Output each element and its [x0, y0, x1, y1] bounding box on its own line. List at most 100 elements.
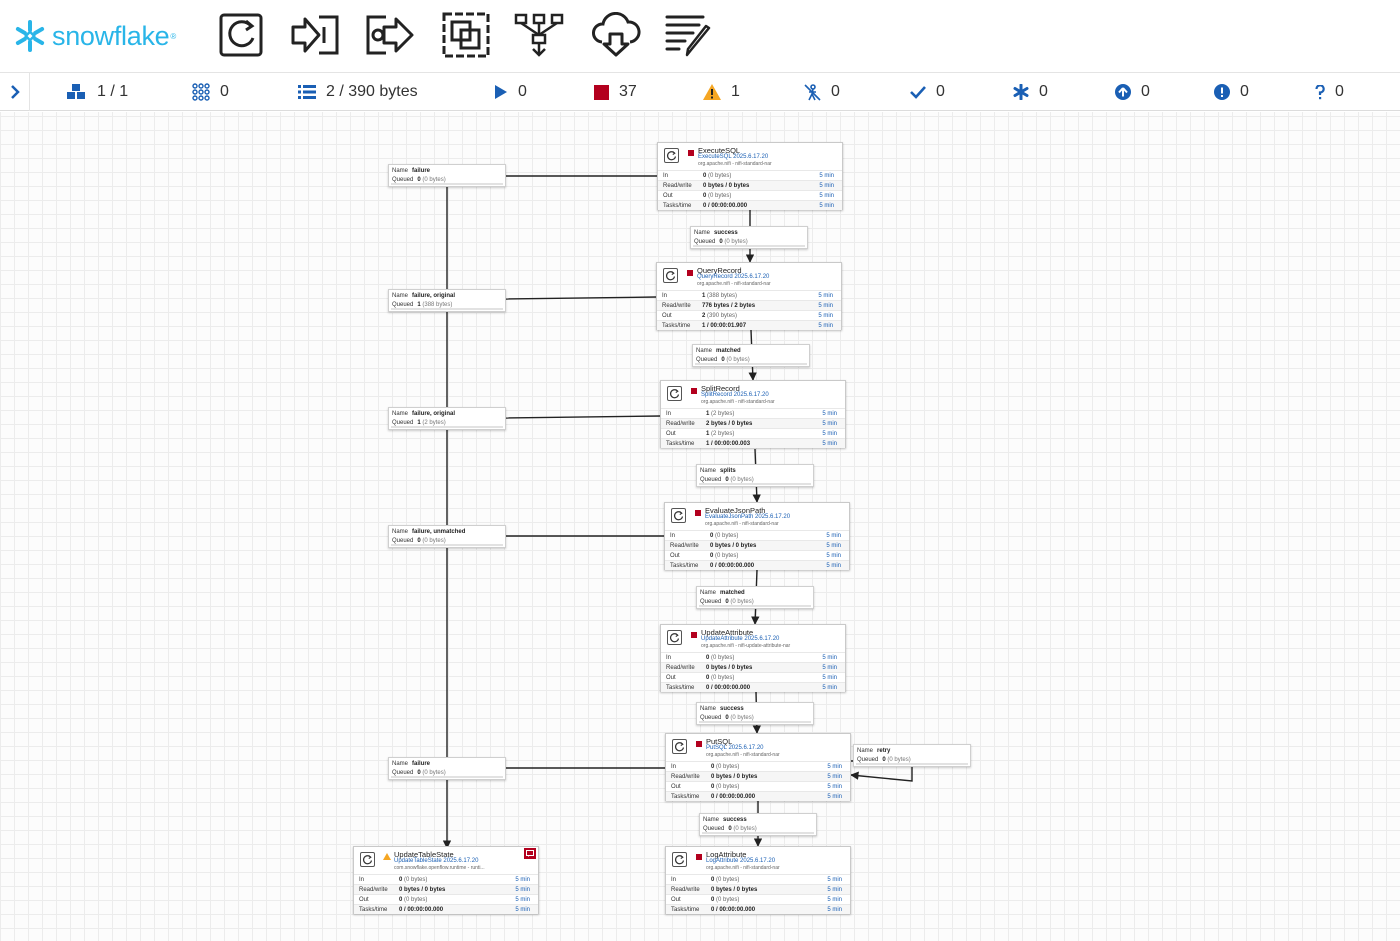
processor-putsql[interactable]: PutSQL PutSQL 2025.6.17.20 org.apache.ni…: [665, 733, 851, 801]
stat-row-out: Out 0 (0 bytes) 5 min: [661, 672, 845, 682]
disabled-icon: [804, 83, 821, 101]
processor-bundle: com.snowflake.openflow.runtime - runti..…: [394, 865, 485, 871]
connection-name: failure: [412, 761, 431, 767]
name-key: Name: [700, 468, 717, 474]
stat-row-tasks: Tasks/time 1 / 00:00:01.907 5 min: [657, 320, 841, 330]
processor-updateattribute[interactable]: UpdateAttribute UpdateAttribute 2025.6.1…: [660, 624, 846, 692]
queued-size: (0 bytes): [730, 715, 754, 721]
stat-value: 0 bytes / 0 bytes: [703, 183, 750, 189]
queued-size: (0 bytes): [422, 538, 446, 544]
stale-value: 0: [1141, 83, 1150, 100]
processor-evaluatejsonpath[interactable]: EvaluateJsonPath EvaluateJsonPath 2025.6…: [664, 502, 850, 570]
processor-icon: [667, 386, 682, 401]
queued-key: Queued: [857, 757, 879, 763]
stat-row-tasks: Tasks/time 0 / 00:00:00.000 5 min: [661, 682, 845, 692]
stat-row-out: Out 0 (0 bytes) 5 min: [665, 550, 849, 560]
expand-panel-button[interactable]: [0, 73, 30, 111]
add-output-port-button[interactable]: [364, 10, 416, 60]
stat-period: 5 min: [515, 897, 530, 903]
stat-label: Out: [359, 897, 369, 903]
queued-count: 0: [725, 715, 729, 721]
locally-modified-status: 0: [1013, 73, 1048, 111]
stat-label: Out: [663, 193, 673, 199]
add-input-port-button[interactable]: [289, 10, 341, 60]
flow-canvas[interactable]: ExecuteSQL ExecuteSQL 2025.6.17.20 org.a…: [0, 112, 1400, 941]
add-process-group-button[interactable]: [440, 10, 492, 60]
queued-size: (2 bytes): [422, 420, 446, 426]
add-processor-button[interactable]: [215, 10, 267, 60]
stat-row-in: In 0 (0 bytes) 5 min: [661, 652, 845, 662]
processor-name: UpdateTableState: [394, 850, 454, 859]
stat-label: Read/write: [671, 774, 700, 780]
stat-period: 5 min: [826, 553, 841, 559]
queued-status: 2 / 390 bytes: [298, 73, 418, 111]
add-remote-process-group-button[interactable]: [590, 10, 642, 60]
snowflake-logo: snowflake®: [12, 16, 176, 56]
stat-value: 1 (388 bytes): [702, 293, 737, 299]
stat-label: Read/write: [662, 303, 691, 309]
stat-period: 5 min: [818, 313, 833, 319]
stat-period: 5 min: [515, 907, 530, 913]
stat-row-out: Out 0 (0 bytes) 5 min: [666, 781, 850, 791]
stat-value: 2 bytes / 0 bytes: [706, 421, 753, 427]
connection-name: matched: [716, 348, 741, 354]
processor-type: UpdateAttribute 2025.6.17.20: [701, 636, 780, 642]
output-port-icon: [366, 15, 414, 55]
queued-size: (0 bytes): [724, 239, 748, 245]
stat-value: 0 bytes / 0 bytes: [399, 887, 446, 893]
stat-period: 5 min: [822, 675, 837, 681]
stat-period: 5 min: [515, 887, 530, 893]
processor-name: EvaluateJsonPath: [705, 506, 766, 515]
processor-splitrecord[interactable]: SplitRecord SplitRecord 2025.6.17.20 org…: [660, 380, 846, 448]
stat-label: Read/write: [666, 421, 695, 427]
in-count: 0: [706, 655, 710, 661]
bulletin-icon[interactable]: [524, 848, 536, 859]
name-key: Name: [700, 590, 717, 596]
stat-label: Tasks/time: [666, 685, 695, 691]
check-icon: [910, 86, 926, 99]
add-funnel-button[interactable]: [513, 10, 565, 60]
out-count: 1: [706, 431, 710, 437]
cluster-value: 1 / 1: [97, 83, 129, 100]
in-size: (0 bytes): [708, 173, 732, 179]
stat-period: 5 min: [827, 794, 842, 800]
stat-value: 0 (0 bytes): [711, 877, 739, 883]
name-key: Name: [392, 168, 409, 174]
name-key: Name: [703, 817, 720, 823]
invalid-status: 1: [703, 73, 740, 111]
list-icon: [298, 85, 316, 99]
name-key: Name: [700, 706, 717, 712]
input-port-icon: [291, 15, 339, 55]
processor-logattribute[interactable]: LogAttribute LogAttribute 2025.6.17.20 o…: [665, 846, 851, 914]
processor-icon: [672, 852, 687, 867]
processor-executesql[interactable]: ExecuteSQL ExecuteSQL 2025.6.17.20 org.a…: [657, 142, 843, 210]
locally-modified-value: 0: [1039, 83, 1048, 100]
processor-updatetablestate[interactable]: UpdateTableState UpdateTableState 2025.6…: [353, 846, 539, 914]
stat-period: 5 min: [822, 431, 837, 437]
stat-row-in: In 0 (0 bytes) 5 min: [665, 530, 849, 540]
queued-key: Queued: [392, 420, 414, 426]
in-count: 0: [710, 533, 714, 539]
add-label-button[interactable]: [663, 10, 715, 60]
up-to-date-status: 0: [910, 73, 945, 111]
stop-icon: [691, 632, 697, 638]
active-threads-status: 0: [192, 73, 229, 111]
processor-queryrecord[interactable]: QueryRecord QueryRecord 2025.6.17.20 org…: [656, 262, 842, 330]
